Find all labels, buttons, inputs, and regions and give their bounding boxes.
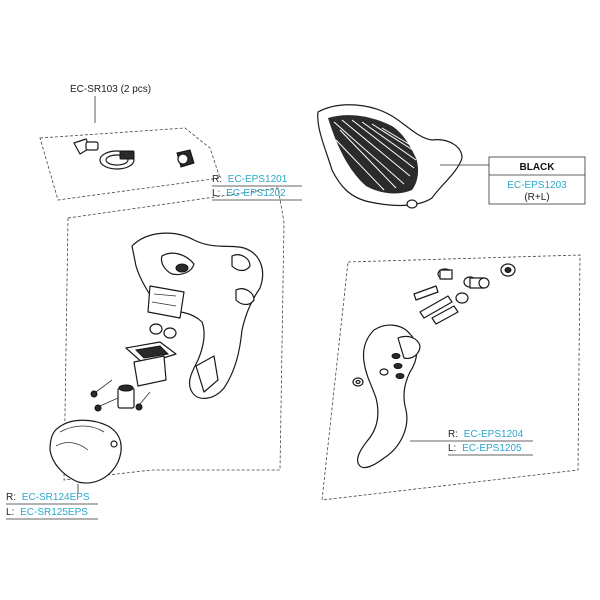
body-r-code: EC-EPS1201 xyxy=(228,174,288,185)
lever-l-prefix: L: xyxy=(448,443,456,454)
clamp-group: EC-SR103 (2 pcs) xyxy=(39,84,221,201)
hood-label-box: BLACK EC-EPS1203 (R+L) xyxy=(488,156,586,205)
brake-lever-part xyxy=(352,324,421,469)
body-l-label: L: EC-EPS1202 xyxy=(212,188,286,199)
cover-part xyxy=(49,419,122,484)
cover-group: R: EC-SR124EPS L: EC-SR125EPS xyxy=(6,419,122,520)
clamp-band-part xyxy=(99,150,135,170)
hood-note: (R+L) xyxy=(524,192,549,203)
cover-r-label: R: EC-SR124EPS xyxy=(6,492,90,503)
cover-r-code: EC-SR124EPS xyxy=(22,492,90,503)
body-r-label: R: EC-EPS1201 xyxy=(212,174,288,185)
hood-part xyxy=(317,104,463,209)
lever-group: R: EC-EPS1204 L: EC-EPS1205 xyxy=(321,254,581,501)
clamp-label: EC-SR103 (2 pcs) xyxy=(70,84,151,95)
lever-l-code: EC-EPS1205 xyxy=(462,443,522,454)
cover-l-label: L: EC-SR125EPS xyxy=(6,507,88,518)
clamp-dashed-box xyxy=(39,127,221,201)
clamp-screw-part xyxy=(73,138,99,155)
shift-body-part xyxy=(131,232,264,399)
hood-color-label: BLACK xyxy=(520,162,556,173)
spacer-parts xyxy=(149,323,177,339)
clamp-nut-part xyxy=(176,149,195,168)
body-r-prefix: R: xyxy=(212,174,222,185)
body-group: R: EC-EPS1201 L: EC-EPS1202 xyxy=(63,174,302,481)
lever-l-label: L: EC-EPS1205 xyxy=(448,443,522,454)
lever-dashed-box xyxy=(321,254,581,501)
lever-r-code: EC-EPS1204 xyxy=(464,429,524,440)
hood-group: BLACK EC-EPS1203 (R+L) xyxy=(317,104,586,209)
cover-l-prefix: L: xyxy=(6,507,14,518)
lever-r-label: R: EC-EPS1204 xyxy=(448,429,524,440)
lever-r-prefix: R: xyxy=(448,429,458,440)
body-l-code: EC-EPS1202 xyxy=(226,188,286,199)
hood-code: EC-EPS1203 xyxy=(507,180,567,191)
switch-unit-part xyxy=(117,341,177,409)
cover-r-prefix: R: xyxy=(6,492,16,503)
screw-parts xyxy=(90,379,151,412)
cover-l-code: EC-SR125EPS xyxy=(20,507,88,518)
body-dashed-box xyxy=(63,187,285,481)
pivot-pin-parts xyxy=(413,263,516,325)
body-l-prefix: L: xyxy=(212,188,220,199)
